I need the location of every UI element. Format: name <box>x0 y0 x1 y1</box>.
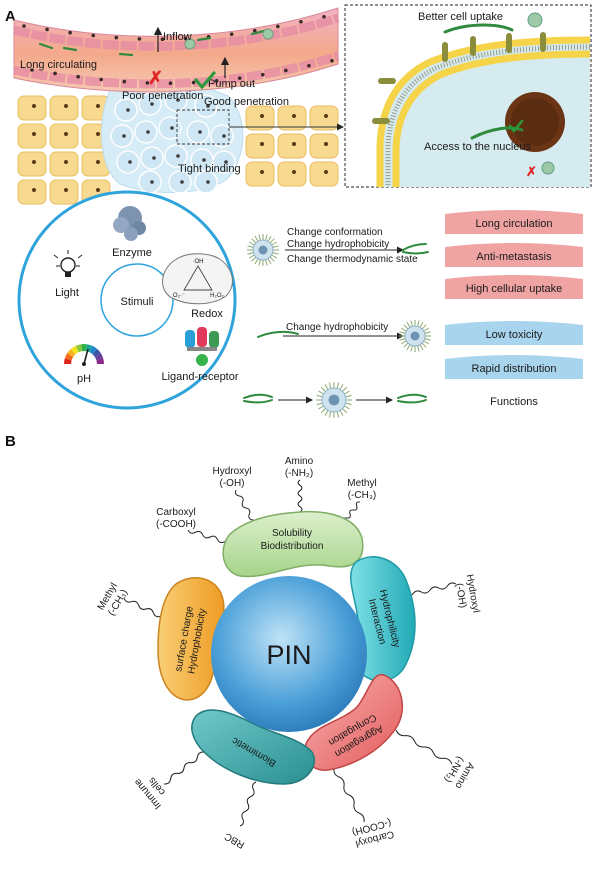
cell-zoom-inset: ✗ <box>344 4 592 188</box>
group-amino-top-formula: (-NH₂) <box>285 468 313 479</box>
function-box-blue-0 <box>445 321 583 345</box>
function-box-red-0 <box>445 210 583 234</box>
ph-label: pH <box>77 373 91 385</box>
ph-gauge-icon <box>64 343 104 366</box>
pin-core-label: PIN <box>266 640 311 670</box>
pin-core <box>211 576 367 732</box>
long-circulating-label: Long circulating <box>20 59 97 71</box>
transition-row1-label-1: Change conformation <box>287 227 383 238</box>
ligand-receptor-icon <box>185 327 219 366</box>
group-hydroxyl-top-name: Hydroxyl <box>213 466 252 477</box>
good-penetration-label: Good penetration <box>204 96 289 108</box>
redox-oh-label: ·OH <box>193 259 204 265</box>
lobe-top-label-1: Solubility <box>272 528 312 539</box>
nucleus-access-label: Access to the nucleus <box>424 141 532 153</box>
stimuli-center-label: Stimuli <box>120 296 153 308</box>
function-label-red-1: Anti-metastasis <box>476 251 552 263</box>
group-rbc-name: RBC <box>223 830 247 850</box>
group-amino-top-name: Amino <box>285 456 314 467</box>
redox-label: Redox <box>191 308 223 320</box>
group-carboxyl-top-formula: (-COOH) <box>156 519 196 530</box>
tumor-cell-cluster <box>101 79 244 194</box>
transition-row1-label-3: Change thermodynamic state <box>287 254 418 265</box>
good-penetration-check-icon <box>194 71 216 90</box>
redox-o2-label: O₂·⁻ <box>173 293 185 299</box>
functions-caption: Functions <box>490 396 538 408</box>
tight-binding-label: Tight binding <box>178 163 241 175</box>
enzyme-label: Enzyme <box>112 247 152 259</box>
function-box-red-2 <box>445 275 583 299</box>
poor-penetration-label: Poor penetration <box>122 90 203 102</box>
transition-row2-label: Change hydrophobicity <box>286 322 388 333</box>
group-methyl-top-formula: (-CH₃) <box>348 490 377 501</box>
redox-triangle-icon <box>162 253 233 305</box>
zoom-region-box <box>176 109 230 145</box>
lobe-top-label-2: Biodistribution <box>261 541 324 552</box>
redox-h2o2-label: H₂O₂ <box>210 293 224 299</box>
inflow-label: Inflow <box>163 31 192 43</box>
ligand-receptor-label: Ligand-receptor <box>161 371 238 383</box>
function-box-blue-1 <box>445 355 583 379</box>
enzyme-icon <box>113 206 146 241</box>
function-label-red-2: High cellular uptake <box>466 283 563 295</box>
group-methyl-top-name: Methyl <box>347 478 376 489</box>
polymer-chain-1-icon <box>402 243 429 255</box>
nanoparticle-1-icon <box>247 234 279 266</box>
poor-penetration-cross-icon: ✗ <box>148 68 163 88</box>
lobe-bottom-left <box>191 709 315 785</box>
function-label-red-0: Long circulation <box>475 218 552 230</box>
pump-out-label: Pump out <box>208 78 255 90</box>
light-bulb-icon <box>53 250 83 277</box>
blood-vessel <box>12 7 340 93</box>
better-uptake-label: Better cell uptake <box>418 11 503 23</box>
transition-row1-label-2: Change hydrophobicity <box>287 239 389 250</box>
group-carboxyl-top-name: Carboxyl <box>156 507 195 518</box>
function-label-blue-1: Rapid distribution <box>472 363 557 375</box>
nanoparticle-2-icon <box>399 320 431 352</box>
panel-a-letter: A <box>5 8 16 25</box>
polymer-chain-2-icon <box>257 330 299 338</box>
function-box-red-1 <box>445 243 583 267</box>
assembly-sequence <box>243 382 427 418</box>
lobe-left <box>157 577 225 701</box>
group-hydroxyl-right-formula: (-OH) <box>453 582 468 609</box>
group-hydroxyl-top-formula: (-OH) <box>220 478 245 489</box>
nucleus-block-cross-icon: ✗ <box>526 164 537 179</box>
function-label-blue-0: Low toxicity <box>486 329 543 341</box>
panel-b-letter: B <box>5 433 16 450</box>
light-label: Light <box>55 287 79 299</box>
